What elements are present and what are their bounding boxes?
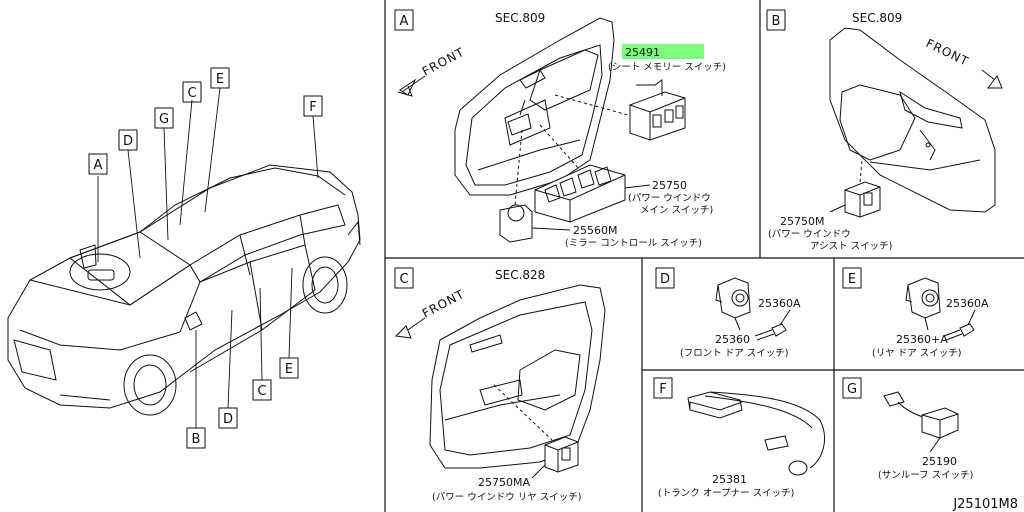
callout-e-top: E: [216, 72, 224, 87]
callout-c-bottom: C: [257, 384, 266, 399]
panel-d: [655, 267, 791, 341]
callout-c-top: C: [187, 86, 196, 101]
panel-a-part3-number: 25560M: [573, 224, 617, 237]
panel-c: [394, 267, 606, 479]
panel-a-letter: A: [400, 14, 409, 29]
callout-b: B: [192, 432, 201, 447]
car-callout-leaders: [97, 87, 319, 428]
panel-b-letter: B: [772, 14, 781, 29]
part-highlight: [622, 44, 704, 59]
panel-b: [766, 9, 1003, 218]
panel-g-part-name: (サンルーフ スイッチ): [878, 470, 973, 481]
panel-a-part3-name: (ミラー コントロール スイッチ): [565, 238, 702, 249]
panel-a-part2-name-line1: (パワー ウインドウ: [628, 193, 711, 204]
panel-c-part-number: 25750MA: [478, 476, 530, 489]
car-callout-boxes: [88, 67, 323, 449]
panel-g-part-number: 25190: [922, 455, 957, 468]
panel-d-letter: D: [660, 272, 670, 287]
callout-e-bottom: E: [285, 362, 293, 377]
panel-f-part-number: 25381: [712, 473, 747, 486]
panel-e-letter: E: [848, 272, 856, 287]
panel-a-part1-number: 25491: [625, 46, 660, 59]
panel-b-part-name-line2: アシスト スイッチ): [810, 241, 892, 252]
panel-b-part-number: 25750M: [780, 215, 824, 228]
panel-e-part2-number: 25360+A: [896, 333, 948, 346]
panel-a-part2-number: 25750: [652, 179, 687, 192]
panel-f-part-name: (トランク オープナー スイッチ): [658, 488, 794, 499]
callout-d-bottom: D: [223, 412, 233, 427]
panel-e: [842, 267, 976, 341]
panel-b-part-name-line1: (パワー ウインドウ: [768, 229, 851, 240]
car-illustration: [7, 164, 361, 416]
panel-c-front: FRONT: [420, 287, 467, 321]
panel-d-part2-number: 25360: [715, 333, 750, 346]
panel-b-front: FRONT: [924, 36, 971, 69]
panel-e-part1-number: 25360A: [946, 297, 989, 310]
callout-g: G: [159, 112, 169, 127]
callout-f: F: [309, 100, 316, 115]
panel-c-sec: SEC.828: [495, 268, 545, 282]
panel-a-sec: SEC.809: [495, 11, 545, 25]
panel-g-letter: G: [847, 382, 857, 397]
diagram-code: J25101M8: [952, 497, 1018, 512]
panel-b-sec: SEC.809: [852, 11, 902, 25]
panel-d-part-name: (フロント ドア スイッチ): [680, 348, 788, 359]
panel-a-part2-name-line2: メイン スイッチ): [640, 205, 713, 216]
panel-c-part-name: (パワー ウインドウ リヤ スイッチ): [432, 492, 581, 503]
callout-a: A: [94, 158, 103, 173]
panel-dividers: [384, 0, 1024, 512]
panel-c-letter: C: [399, 272, 408, 287]
panel-f: [653, 377, 825, 476]
panel-e-part-name: (リヤ ドア スイッチ): [872, 348, 961, 359]
panel-a-part1-name: (シート メモリー スイッチ): [608, 62, 726, 73]
callout-d-top: D: [123, 134, 133, 149]
panel-a: [394, 9, 704, 243]
panel-d-part1-number: 25360A: [758, 297, 801, 310]
panel-g: [842, 377, 959, 453]
panel-a-front: FRONT: [420, 45, 467, 79]
panel-f-letter: F: [659, 382, 666, 397]
